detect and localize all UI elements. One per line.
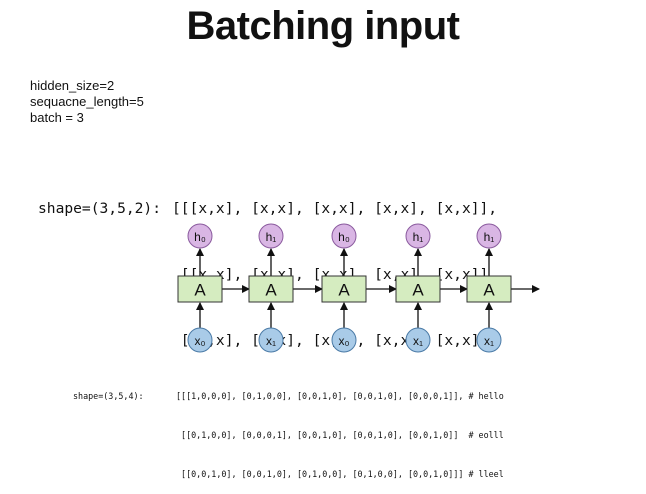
input-node: [476, 327, 502, 353]
rnn-cell-label: A: [483, 281, 495, 300]
input-node-label: x₀: [195, 334, 206, 348]
input-node-label: x₁: [266, 334, 276, 348]
slide-title: Batching input: [186, 4, 460, 48]
rnn-cell: [177, 275, 223, 303]
rnn-cell: [395, 275, 441, 303]
hidden-state-node: [331, 223, 357, 249]
hidden-state-label: h₀: [194, 230, 206, 244]
rnn-cell-label: A: [338, 281, 350, 300]
onehot-shape-row: [[[1,0,0,0], [0,1,0,0], [0,0,1,0], [0,0,…: [176, 391, 504, 401]
rnn-cell-label: A: [265, 281, 277, 300]
rnn-cell: [248, 275, 294, 303]
onehot-shape-row: [[0,0,1,0], [0,0,1,0], [0,1,0,0], [0,1,0…: [176, 469, 504, 479]
hidden-state-node: [405, 223, 431, 249]
input-node-label: x₁: [413, 334, 423, 348]
onehot-shape-label: shape=(3,5,4):: [73, 391, 144, 401]
hidden-state-label: h₀: [338, 230, 350, 244]
hidden-state-label: h₁: [484, 230, 495, 244]
input-node: [405, 327, 431, 353]
input-shape-label: shape=(3,5,2):: [38, 200, 162, 217]
hidden-state-node: [258, 223, 284, 249]
rnn-unrolled-diagram: Ah₀ x₀ Ah₁ x₁ Ah₀ x₀ Ah₁ x₁ Ah₁ x₁: [177, 223, 540, 353]
rnn-cell: [466, 275, 512, 303]
input-shape-row: [[[x,x], [x,x], [x,x], [x,x], [x,x]],: [172, 200, 498, 217]
param-batch: batch = 3: [30, 110, 84, 125]
input-node: [331, 327, 357, 353]
param-hidden-size: hidden_size=2: [30, 78, 115, 93]
onehot-shape-row: [[0,1,0,0], [0,0,0,1], [0,0,1,0], [0,0,1…: [176, 430, 504, 440]
input-node-label: x₁: [484, 334, 494, 348]
hidden-state-label: h₁: [266, 230, 277, 244]
param-sequence-length: sequacne_length=5: [30, 94, 144, 109]
hidden-state-node: [476, 223, 502, 249]
rnn-cell-label: A: [194, 281, 206, 300]
parameters-block: hidden_size=2 sequacne_length=5 batch = …: [30, 78, 144, 126]
hidden-state-node: [187, 223, 213, 249]
input-node: [258, 327, 284, 353]
onehot-shape-code: shape=(3,5,4): [[[1,0,0,0], [0,1,0,0], [0…: [73, 364, 504, 494]
hidden-state-label: h₁: [413, 230, 424, 244]
rnn-cell-label: A: [412, 281, 424, 300]
input-node-label: x₀: [339, 334, 350, 348]
rnn-cell: [321, 275, 367, 303]
input-node: [187, 327, 213, 353]
